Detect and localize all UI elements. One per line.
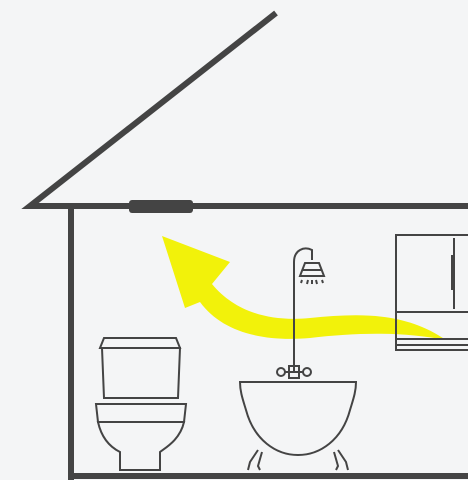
clawfoot-bathtub-icon — [240, 366, 356, 470]
toilet-icon — [96, 338, 186, 470]
roof-icon — [30, 13, 468, 206]
shower-head-icon — [294, 249, 324, 373]
house-outline-icon — [68, 206, 468, 480]
ceiling-exhaust-fan-icon — [129, 200, 193, 213]
airflow-arrow-icon — [162, 236, 446, 340]
